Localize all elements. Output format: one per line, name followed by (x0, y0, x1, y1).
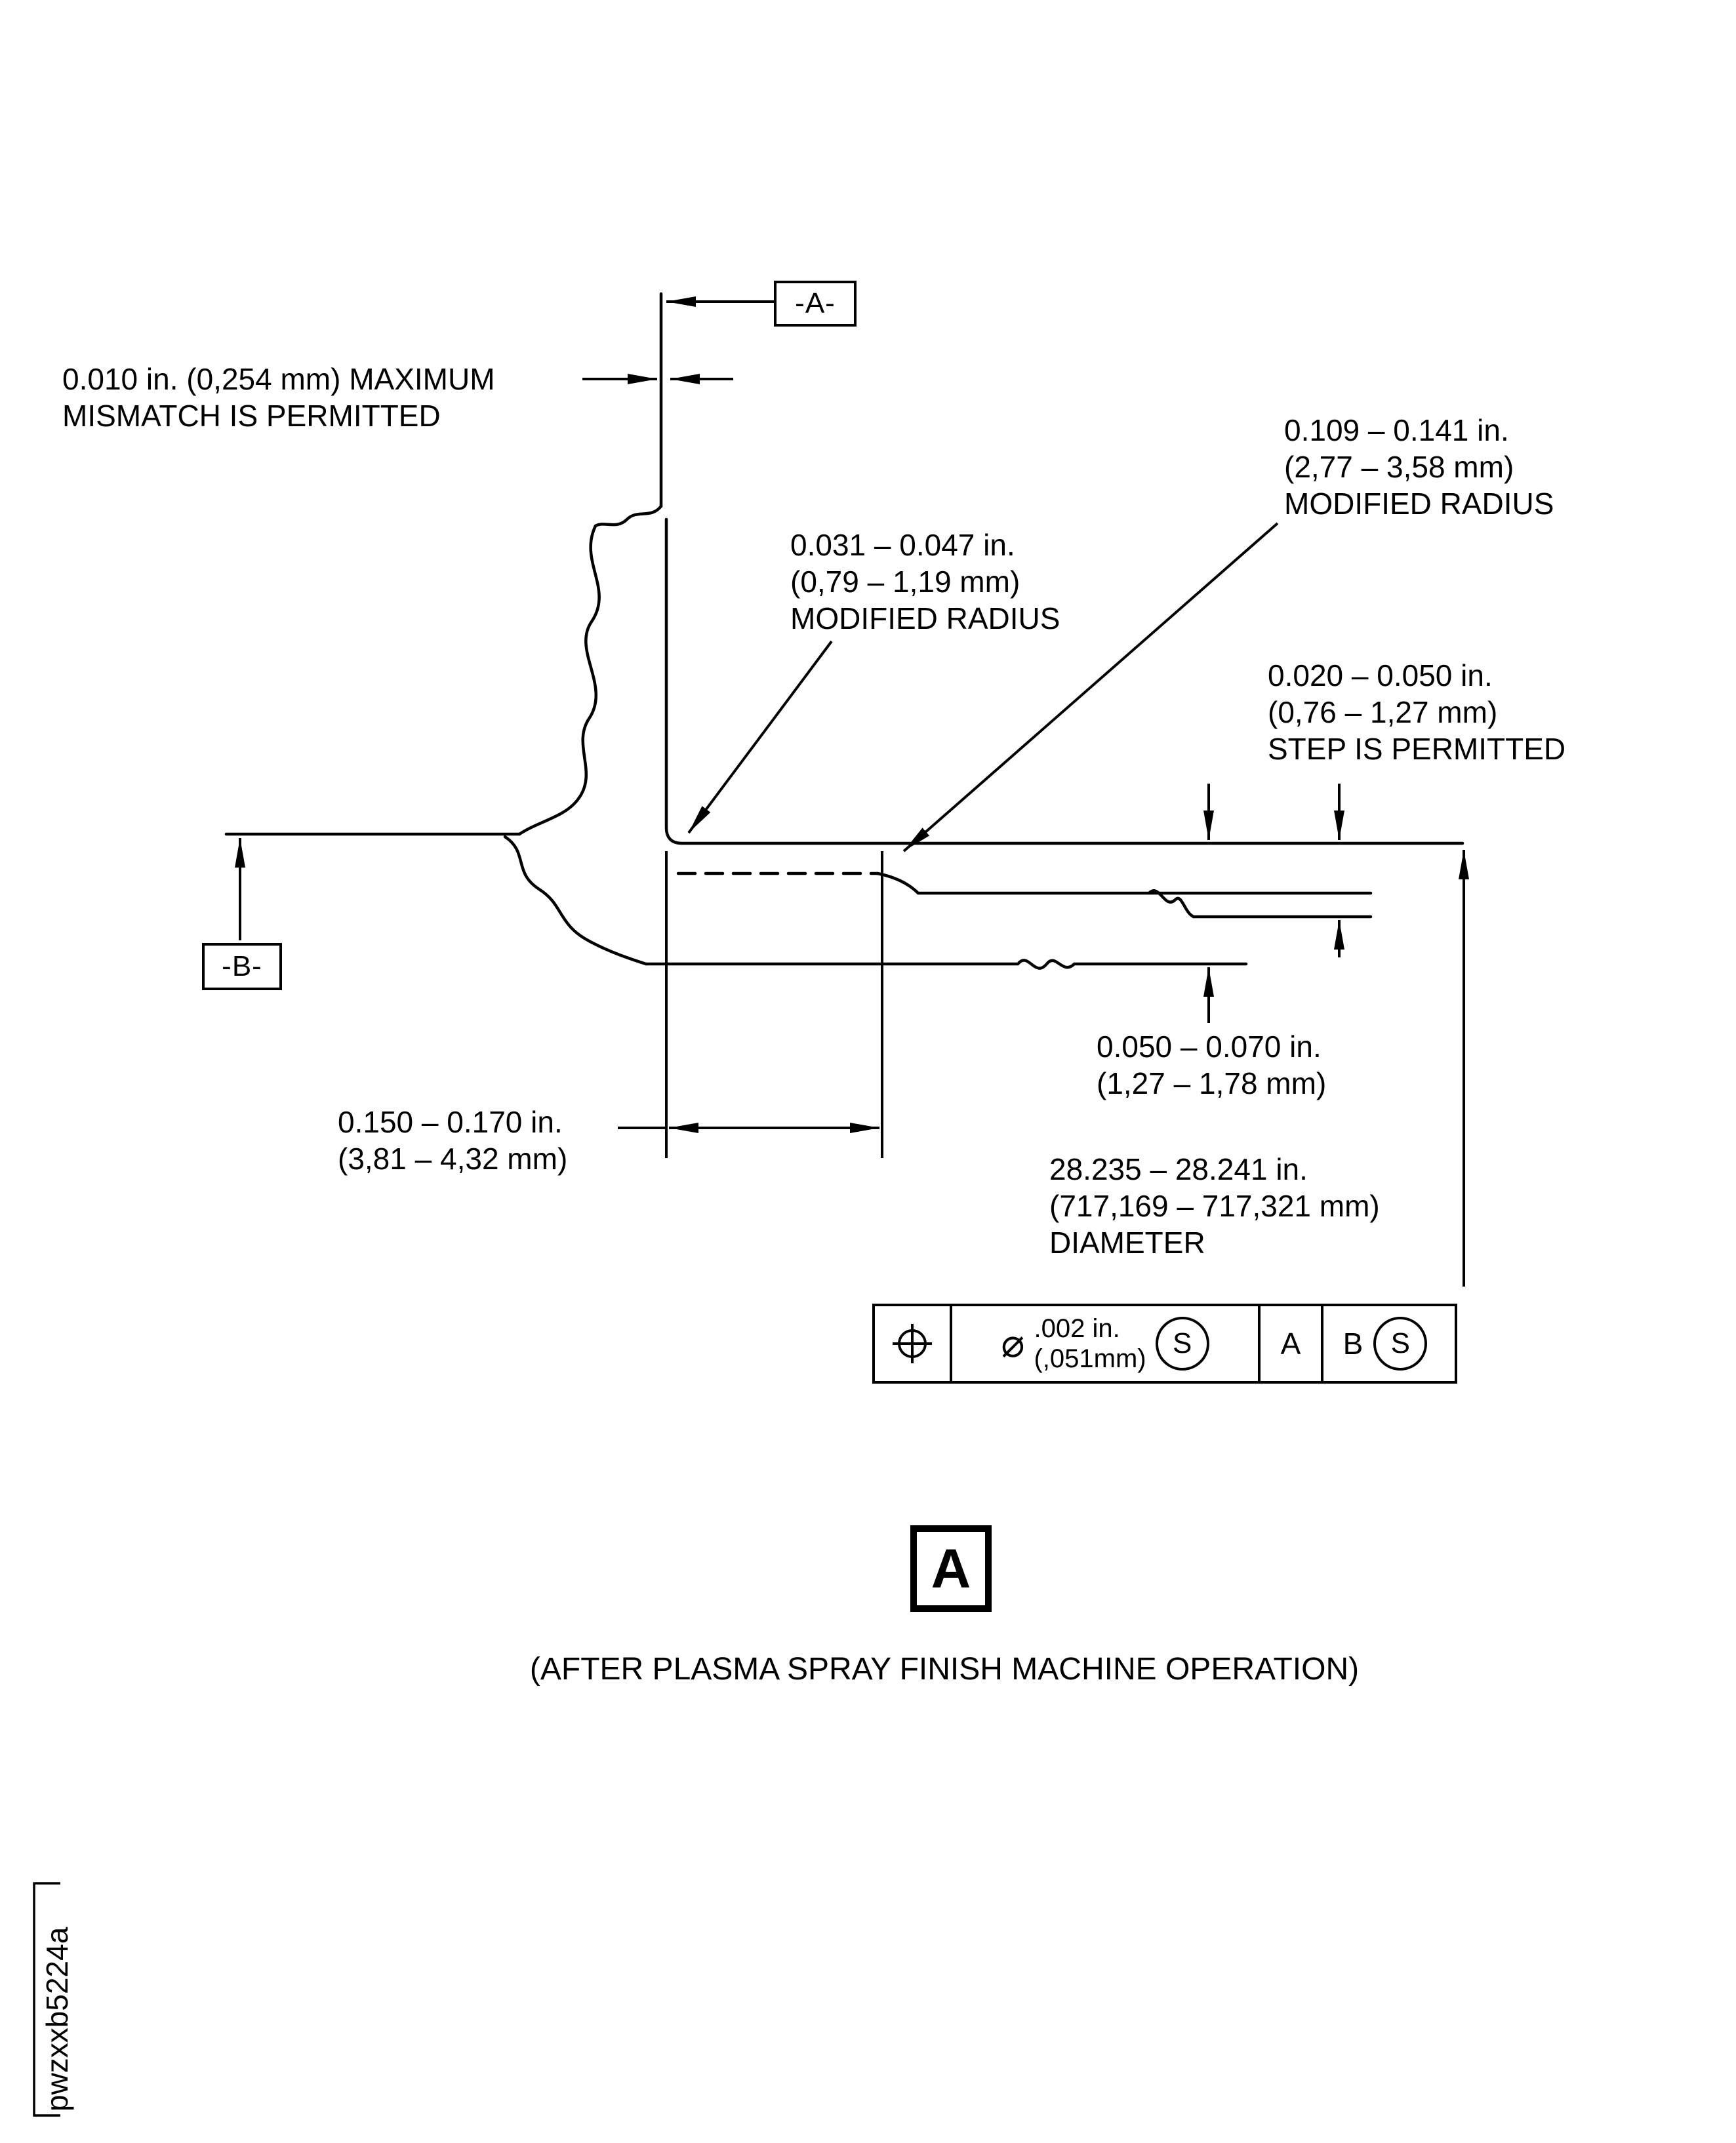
tolerance-mm: (,051mm) (1034, 1344, 1146, 1373)
datum-ref-b: B (1342, 1327, 1363, 1361)
extension-lines (618, 851, 883, 1158)
diameter-symbol: ⌀ (1001, 1321, 1025, 1365)
land-width-dim: 0.150 – 0.170 in. (3,81 – 4,32 mm) (338, 1105, 568, 1176)
material-condition-s2-icon: S (1373, 1317, 1428, 1371)
detail-a-label: A (931, 1537, 971, 1599)
tolerance-value: .002 in. (,051mm) (1034, 1313, 1146, 1374)
modified-radius-note-step: 0.109 – 0.141 in. (2,77 – 3,58 mm) MODIF… (1284, 413, 1554, 521)
datum-a-label: -A- (795, 287, 836, 319)
position-symbol-icon (893, 1324, 932, 1363)
dimension-arrows (235, 296, 1469, 1287)
tolerance-cell: ⌀ .002 in. (,051mm) S (952, 1306, 1261, 1381)
feature-control-frame: ⌀ .002 in. (,051mm) S A B S (872, 1304, 1457, 1384)
detail-caption: (AFTER PLASMA SPRAY FINISH MACHINE OPERA… (529, 1652, 1360, 1687)
datum-a-flag: -A- (774, 281, 857, 327)
tolerance-inches: .002 in. (1034, 1314, 1120, 1343)
coating-thickness-dim: 0.050 – 0.070 in. (1,27 – 1,78 mm) (1097, 1030, 1327, 1101)
datum-ref-b-cell: B S (1323, 1306, 1447, 1381)
datum-b-flag: -B- (202, 943, 282, 990)
doc-id: pwzxxb5224a (40, 1927, 74, 2112)
detail-a-marker: A (910, 1525, 992, 1612)
mismatch-note: 0.010 in. (0,254 mm) MAXIMUM MISMATCH IS… (62, 362, 495, 433)
doc-id-bracket (33, 1882, 60, 2117)
profile-linework (224, 292, 1464, 970)
datum-b-label: -B- (222, 950, 262, 982)
position-symbol-cell (875, 1306, 952, 1381)
step-note: 0.020 – 0.050 in. (0,76 – 1,27 mm) STEP … (1268, 658, 1566, 767)
datum-ref-a: A (1261, 1306, 1323, 1381)
modified-radius-note-corner: 0.031 – 0.047 in. (0,79 – 1,19 mm) MODIF… (790, 528, 1060, 636)
diameter-dim: 28.235 – 28.241 in. (717,169 – 717,321 m… (1049, 1152, 1380, 1260)
material-condition-s1-icon: S (1155, 1317, 1209, 1371)
